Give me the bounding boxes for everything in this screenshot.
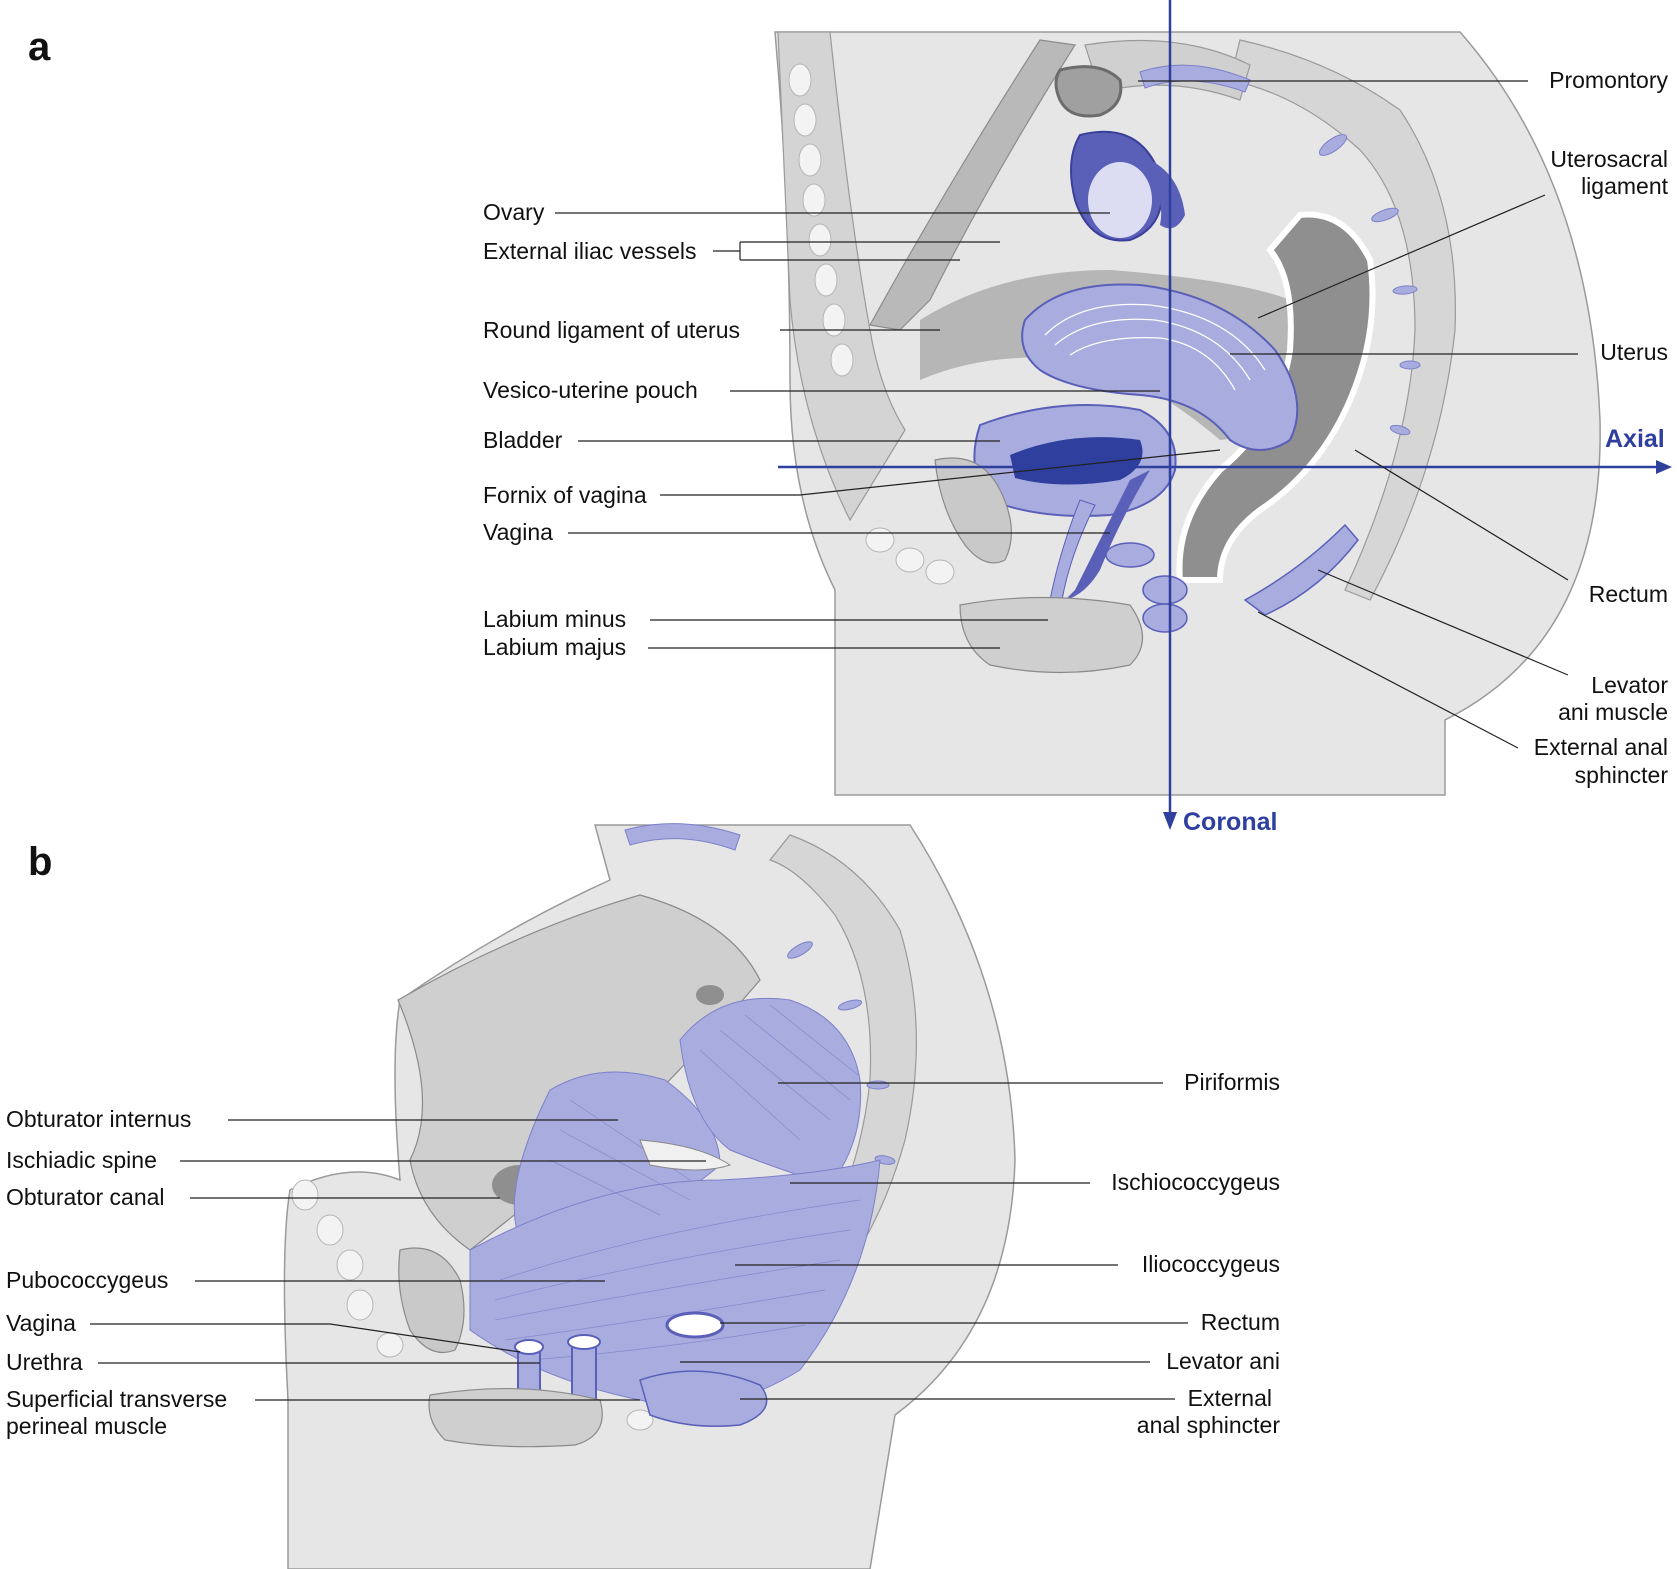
label-rectum: Rectum — [1589, 581, 1668, 607]
label-uterosacral-line1: Uterosacral — [1550, 146, 1668, 172]
label-uterosacral-line2: ligament — [1581, 173, 1669, 199]
panel-b-vessel-hole — [696, 985, 724, 1005]
panel-a-ovary-body — [1088, 162, 1152, 238]
label-pubococcygeus: Pubococcygeus — [6, 1267, 168, 1293]
panel-b-lumbar-disc — [624, 823, 741, 851]
coronal-axis-label: Coronal — [1183, 808, 1277, 836]
label-rectum-b: Rectum — [1201, 1309, 1280, 1335]
label-superficial-line1: Superficial transverse — [6, 1386, 227, 1412]
panel-b-rectum-ring — [665, 1311, 725, 1339]
panel-b-pubic-symphysis — [398, 1247, 465, 1354]
panel-b-external-anal-sphincter — [639, 1370, 768, 1427]
label-ext-anal-line1: External anal — [1534, 734, 1668, 760]
label-obturator-internus: Obturator internus — [6, 1106, 191, 1132]
panel-a-left-labels: Ovary External iliac vessels Round ligam… — [483, 199, 1221, 660]
label-vagina-b: Vagina — [6, 1310, 76, 1336]
panel-a-axial-axis: Axial — [778, 425, 1672, 474]
panel-a-fallopian-fimbriae — [1150, 160, 1185, 229]
label-ovary: Ovary — [483, 199, 545, 225]
panel-a-rectum — [1176, 211, 1376, 583]
label-levator-ani-b: Levator ani — [1166, 1348, 1280, 1374]
panel-a-uterus-layers — [1044, 303, 1266, 391]
panel-a-bladder-lumen — [1010, 437, 1143, 485]
label-ext-anal-b-line1: External — [1188, 1385, 1272, 1411]
label-piriformis: Piriformis — [1184, 1069, 1280, 1095]
panel-b-fat-lobules — [291, 1179, 654, 1431]
label-fornix-of-vagina: Fornix of vagina — [483, 482, 647, 508]
label-iliococcygeus: Iliococcygeus — [1142, 1251, 1280, 1277]
label-levator-line2: ani muscle — [1558, 699, 1668, 725]
label-superficial-line2: perineal muscle — [6, 1413, 167, 1439]
label-promontory: Promontory — [1549, 67, 1668, 93]
label-ext-anal-line2: sphincter — [1575, 762, 1669, 788]
label-round-ligament: Round ligament of uterus — [483, 317, 740, 343]
panel-a-right-labels: Promontory Uterosacral ligament Uterus R… — [1138, 67, 1669, 788]
label-obturator-canal: Obturator canal — [6, 1184, 165, 1210]
label-vagina: Vagina — [483, 519, 553, 545]
label-labium-majus: Labium majus — [483, 634, 626, 660]
label-labium-minus: Labium minus — [483, 606, 626, 632]
label-ischiococcygeus: Ischiococcygeus — [1111, 1169, 1280, 1195]
panel-a-sacrum — [1229, 39, 1456, 601]
panel-a-anal-sphincter — [1105, 542, 1188, 633]
panel-a-fat-lobules-front — [788, 63, 955, 585]
panel-b: b — [6, 823, 1280, 1569]
label-bladder: Bladder — [483, 427, 563, 453]
panel-a-levator-ani — [1243, 523, 1359, 616]
panel-a-iliac-vessel-ring — [1054, 65, 1123, 118]
panel-a-labia — [959, 596, 1143, 674]
panel-b-right-labels: Piriformis Ischiococcygeus Iliococcygeus… — [680, 1069, 1280, 1438]
panel-a-coronal-axis: Coronal — [1163, 0, 1277, 836]
label-vesico-uterine-pouch: Vesico-uterine pouch — [483, 377, 698, 403]
panel-a-vagina — [1065, 470, 1150, 600]
panel-b-labia — [428, 1387, 603, 1448]
panel-a: a — [28, 0, 1672, 836]
panel-a-vertebral-discs — [1318, 134, 1421, 436]
panel-b-ischial-spine — [639, 1139, 732, 1171]
label-levator-line1: Levator — [1591, 672, 1668, 698]
axial-axis-label: Axial — [1605, 425, 1665, 453]
label-ischiadic-spine: Ischiadic spine — [6, 1147, 157, 1173]
label-external-iliac-vessels: External iliac vessels — [483, 238, 696, 264]
panel-b-urogenital-tubes — [514, 1334, 601, 1403]
label-ext-anal-b-line2: anal sphincter — [1137, 1412, 1281, 1438]
panel-b-left-labels: Obturator internus Ischiadic spine Obtur… — [6, 1106, 706, 1439]
panel-a-promontory-disc — [1139, 64, 1251, 93]
panel-b-letter: b — [28, 840, 52, 884]
panel-b-piriformis — [679, 997, 862, 1186]
label-uterus: Uterus — [1600, 339, 1668, 365]
panel-a-letter: a — [28, 25, 51, 69]
label-urethra: Urethra — [6, 1349, 83, 1375]
